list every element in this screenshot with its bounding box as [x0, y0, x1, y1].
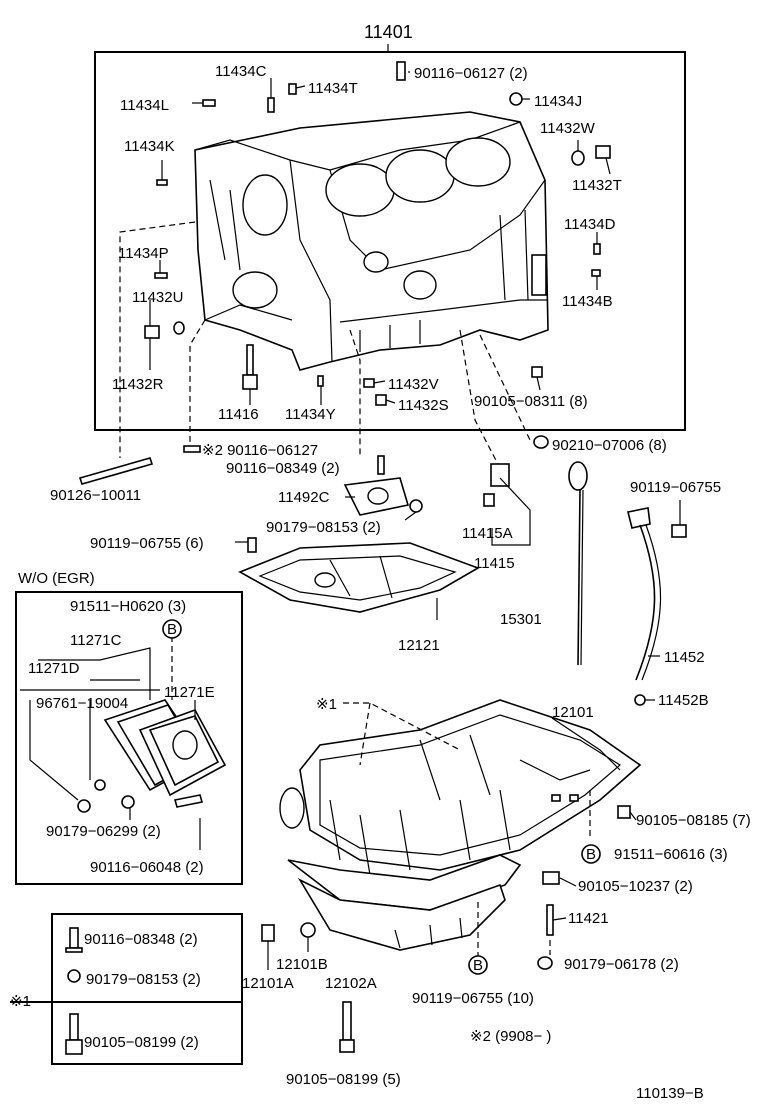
- label-90119-06755-right: 90119−06755: [630, 479, 721, 496]
- label-11434b: 11434B: [562, 293, 613, 310]
- label-11421: 11421: [568, 910, 609, 927]
- cylinder-block-illustration: [194, 111, 549, 371]
- diagram-code: 110139−B: [636, 1085, 704, 1102]
- dipstick: [568, 461, 588, 666]
- label-note-star2: ※2 (9908− ): [470, 1028, 551, 1045]
- star1-parts: [65, 927, 83, 1055]
- label-11452: 11452: [664, 649, 705, 666]
- label-11416: 11416: [218, 406, 259, 423]
- label-11432w: 11432W: [540, 120, 596, 137]
- label-11434l: 11434L: [120, 97, 169, 114]
- wo-egr-frame: [15, 591, 243, 885]
- dipstick-leaders: [645, 500, 681, 701]
- label-11432r: 11432R: [112, 376, 164, 393]
- label-90116-06127-star2: ※2 90116−06127: [202, 442, 318, 459]
- label-11492c: 11492C: [278, 489, 330, 506]
- egr-leaders: [20, 636, 201, 850]
- label-90116-06127-2: 90116−06127 (2): [414, 65, 528, 82]
- label-11432u: 11432U: [132, 289, 183, 306]
- oil-pan-upper: [279, 699, 642, 876]
- label-11434j: 11434J: [534, 93, 582, 110]
- egr-cover-gaskets: [77, 699, 227, 813]
- b-circle-3-text: B: [473, 957, 483, 974]
- label-90116-06048: 90116−06048 (2): [90, 859, 204, 876]
- label-90179-06299: 90179−06299 (2): [46, 823, 161, 840]
- label-11434t: 11434T: [308, 80, 358, 97]
- label-11415a: 11415A: [462, 525, 513, 542]
- label-11432t: 11432T: [572, 177, 622, 194]
- label-15301: 15301: [500, 611, 542, 628]
- label-11434c: 11434C: [215, 63, 267, 80]
- label-90119-06755-6: 90119−06755 (6): [90, 535, 204, 552]
- label-91511-60616: 91511−60616 (3): [614, 846, 728, 863]
- label-11271d: 11271D: [28, 660, 80, 677]
- label-96761-19004: 96761−19004: [36, 695, 128, 712]
- label-wo-egr: W/O (EGR): [18, 570, 95, 587]
- label-11415: 11415: [474, 555, 515, 572]
- b-circle-3: [468, 955, 488, 975]
- label-star1-oilpan: ※1: [316, 696, 337, 713]
- label-11434k: 11434K: [124, 138, 175, 155]
- label-12101b: 12101B: [276, 956, 328, 973]
- star1-frame: [51, 913, 243, 1065]
- label-90105-10237: 90105−10237 (2): [578, 878, 693, 895]
- label-11432v: 11432V: [388, 376, 439, 393]
- label-12102a: 12102A: [325, 975, 377, 992]
- label-12121: 12121: [398, 637, 440, 654]
- label-90116-08349: 90116−08349 (2): [226, 460, 340, 477]
- bracket-11415: [491, 477, 531, 546]
- label-12101a: 12101A: [242, 975, 294, 992]
- block-leaders: [149, 44, 611, 405]
- label-90179-08153-2b: 90179−08153 (2): [86, 971, 201, 988]
- dipstick-guide: [627, 507, 687, 706]
- label-star1-left: ※1: [10, 993, 31, 1010]
- label-90126-10011: 90126−10011: [50, 487, 141, 504]
- label-90105-08311: 90105−08311 (8): [474, 393, 588, 410]
- middle-fasteners: [78, 435, 549, 553]
- oil-pan-leaders: [267, 702, 637, 970]
- oil-pan-lower: [287, 854, 522, 951]
- oil-baffle-plate: [238, 542, 480, 613]
- label-11271e: 11271E: [164, 684, 215, 701]
- label-11432s: 11432S: [398, 397, 449, 414]
- label-91511-h0620: 91511−H0620 (3): [70, 598, 186, 615]
- label-11434d: 11434D: [564, 216, 616, 233]
- label-12101: 12101: [552, 704, 594, 721]
- label-11434p: 11434P: [118, 245, 169, 262]
- b-circle-2: [581, 844, 601, 864]
- oil-pan-fasteners: [261, 794, 631, 1053]
- label-90119-06755-10: 90119−06755 (10): [412, 990, 534, 1007]
- dashed-leaders-block: [119, 221, 531, 469]
- cylinder-block-frame: [94, 51, 686, 431]
- label-11452b: 11452B: [658, 692, 709, 709]
- label-90105-08185: 90105−08185 (7): [636, 812, 751, 829]
- label-11434y: 11434Y: [285, 406, 336, 423]
- label-11271c: 11271C: [70, 632, 122, 649]
- label-90210-07006: 90210−07006 (8): [552, 437, 667, 454]
- leader-90179-08153: [404, 511, 417, 521]
- b-circle-1-text: B: [167, 621, 177, 638]
- b-circle-1: [162, 619, 182, 639]
- b-circle-2-text: B: [586, 846, 596, 863]
- label-11401: 11401: [364, 22, 413, 42]
- label-90179-06178: 90179−06178 (2): [564, 956, 679, 973]
- label-90116-08348: 90116−08348 (2): [84, 931, 198, 948]
- label-90105-08199-5: 90105−08199 (5): [286, 1071, 401, 1088]
- label-90179-08153-2a: 90179−08153 (2): [266, 519, 381, 536]
- label-90105-08199-2: 90105−08199 (2): [84, 1034, 199, 1051]
